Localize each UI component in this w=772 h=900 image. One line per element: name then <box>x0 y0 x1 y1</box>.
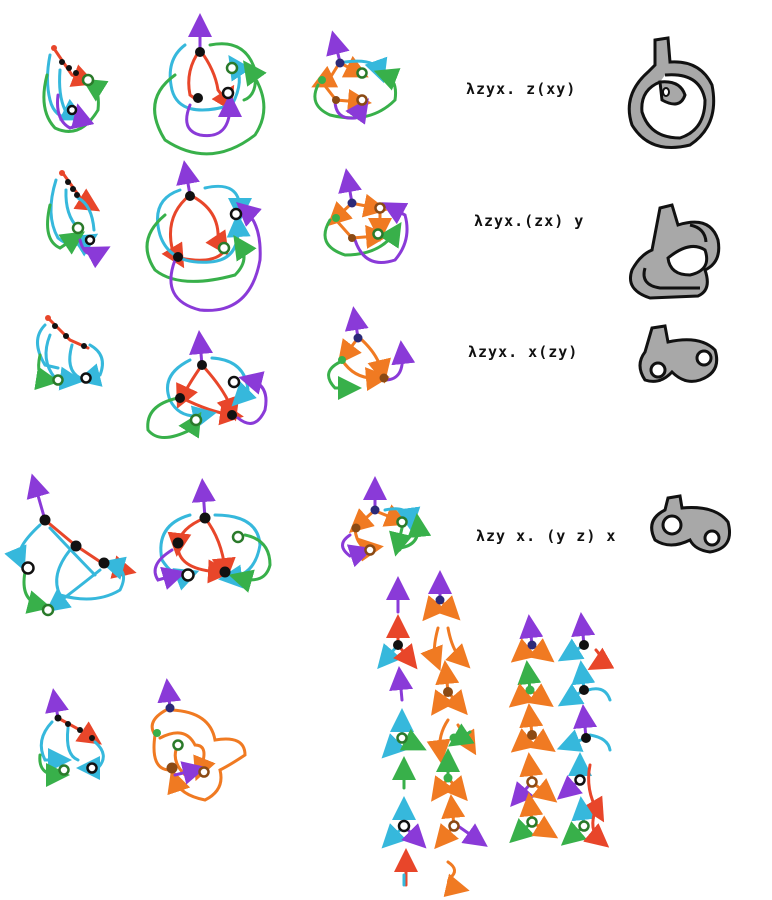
rule-glyphs-left <box>377 570 488 897</box>
lambda-term-4: λzy x. (y z) x <box>476 527 617 545</box>
row3-small-graph <box>327 306 416 400</box>
row1-triangle-graph <box>311 30 401 125</box>
row4-surface-shape <box>650 494 731 554</box>
row3-chain-graph <box>34 315 104 391</box>
row2-surface-shape <box>629 203 721 300</box>
row5-chain-graph <box>38 688 105 787</box>
row1-chain-graph <box>42 45 109 133</box>
row4-triangle-graph <box>341 476 432 568</box>
row2-triangle-graph <box>323 168 409 264</box>
lambda-term-1: λzyx. z(xy) <box>466 80 577 98</box>
lambda-term-2: λzyx.(zx) y <box>474 212 585 230</box>
row3-triangle-graph <box>146 330 268 439</box>
row2-ring-graph <box>145 160 262 312</box>
row2-chain-graph <box>46 170 111 269</box>
rule-glyphs-right <box>508 612 615 848</box>
row1-ring-graph <box>153 13 267 156</box>
row4-ring-graph <box>153 478 272 593</box>
lambda-term-3: λzyx. x(zy) <box>468 343 579 361</box>
row3-surface-shape <box>638 324 719 383</box>
row4-chain-graph <box>4 473 137 617</box>
row1-surface-shape <box>627 36 716 149</box>
row5-orange-graph <box>150 678 247 802</box>
